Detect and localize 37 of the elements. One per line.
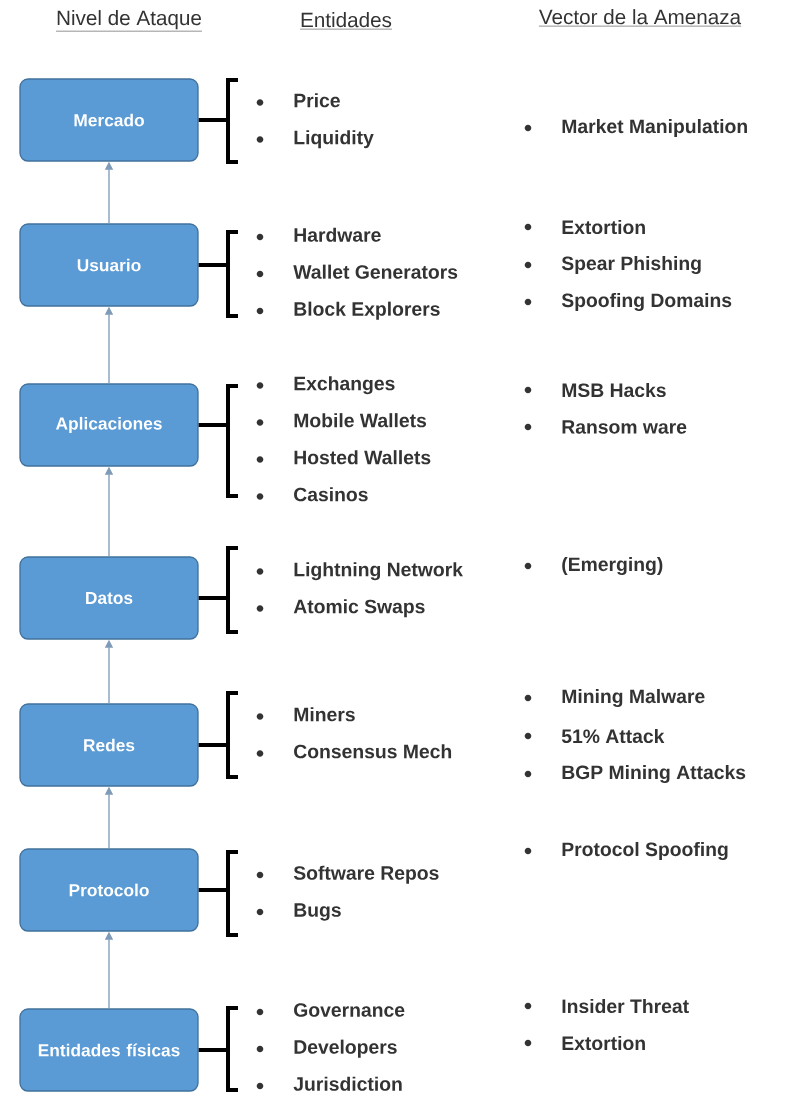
column-heading: Vector de la Amenaza xyxy=(538,9,742,27)
bullet-list: Software Repos Bugs xyxy=(293,865,439,921)
bullet-list: Hardware Wallet Generators Block Explorers xyxy=(293,227,458,320)
level-box: Datos xyxy=(19,556,199,640)
threat-item: Extortion xyxy=(562,1035,645,1051)
threat-item: Extortion xyxy=(562,219,645,235)
threat-item: 51% Attack xyxy=(561,728,665,744)
threat-item: Protocol Spoofing xyxy=(562,841,728,861)
bullet-list: Miners Consensus Mech xyxy=(294,707,452,759)
threat-item: Mining Malware xyxy=(562,688,705,708)
threat-item: Market Manipulation xyxy=(562,119,747,137)
connector-line xyxy=(198,888,228,892)
connector-line xyxy=(198,263,228,267)
column-heading: Nivel de Ataque xyxy=(55,10,203,32)
bullet-list: Lightning Network Atomic Swaps xyxy=(293,562,463,618)
level-box: Mercado xyxy=(19,78,199,162)
connector-line xyxy=(198,1048,228,1052)
level-box: Redes xyxy=(19,703,199,787)
level-box: Protocolo xyxy=(19,848,199,932)
connector-line xyxy=(198,743,228,747)
bullet-list: Exchanges Mobile Wallets Hosted Wallets Casinos xyxy=(294,376,431,502)
threat-item: Ransom ware xyxy=(562,420,687,434)
threat-item: Insider Threat xyxy=(562,998,689,1014)
connector-line xyxy=(198,423,228,427)
bullet-list: Governance Developers Jurisdiction xyxy=(293,1003,405,1091)
threat-item: MSB Hacks xyxy=(562,382,666,398)
level-box: Usuario xyxy=(19,223,199,307)
bullet-list: Price Liquidity xyxy=(294,93,374,149)
column-heading: Entidades xyxy=(299,12,393,30)
threat-item: Spoofing Domains xyxy=(561,292,732,312)
threat-item: BGP Mining Attacks xyxy=(562,764,746,784)
connector-line xyxy=(198,118,228,122)
level-box: Entidades físicas xyxy=(19,1008,199,1092)
connector-line xyxy=(198,596,228,600)
threat-item: Spear Phishing xyxy=(561,255,701,275)
level-box: Aplicaciones xyxy=(19,383,199,467)
threat-item: (Emerging) xyxy=(562,556,663,576)
